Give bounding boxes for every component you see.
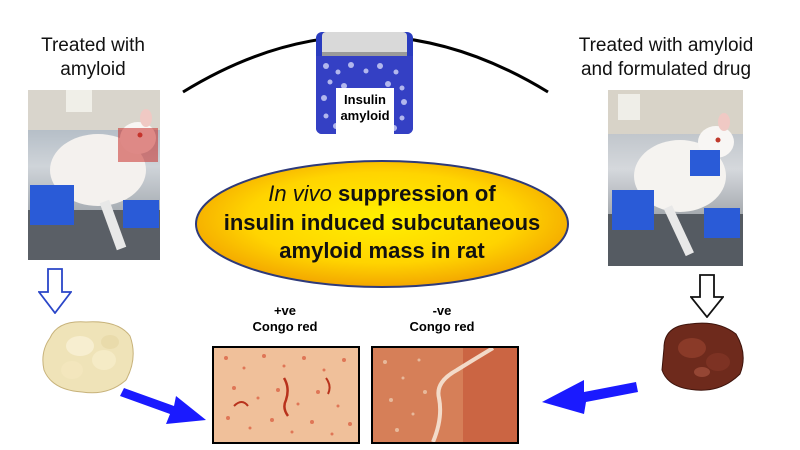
down-arrow-outline-right-icon (690, 274, 724, 318)
vial-label-line2: amyloid (340, 108, 390, 124)
oval-line3: amyloid mass in rat (279, 238, 485, 264)
micrograph-positive-line1: +ve (273, 303, 297, 318)
left-label-line1: Treated with (41, 35, 145, 56)
micrograph-negative-texture (373, 348, 517, 442)
arrow-to-positive-icon (120, 388, 206, 424)
micrograph-positive-line2: Congo red (252, 319, 318, 335)
center-oval: In vivo suppression of insulin induced s… (193, 158, 571, 290)
right-group-label: Treated with amyloid and formulated drug (535, 34, 797, 82)
micrograph-title-positive: +ve Congo red (215, 303, 355, 336)
micrograph-title-negative: -ve Congo red (372, 303, 512, 336)
right-label-line1: Treated with amyloid (578, 35, 754, 56)
down-arrow-outline-left-icon (38, 268, 72, 314)
oval-line1: In vivo suppression of (193, 180, 571, 209)
micrograph-positive-texture (214, 348, 358, 442)
oval-text: In vivo suppression of insulin induced s… (193, 180, 571, 266)
left-label-line2: amyloid (60, 58, 126, 80)
micrograph-negative-line1: -ve (432, 303, 452, 318)
vial-label: Insulin amyloid (336, 92, 394, 125)
oval-italic: In vivo (268, 181, 332, 206)
micrograph-negative (371, 346, 519, 444)
right-label-line2: and formulated drug (580, 58, 752, 80)
arrow-to-negative-icon (542, 380, 638, 414)
rat-illustration-right (608, 90, 743, 266)
rat-illustration-left (28, 90, 160, 260)
left-group-label: Treated with amyloid (8, 34, 178, 82)
rat-photo-amyloid (28, 90, 160, 260)
insulin-amyloid-vial: Insulin amyloid (316, 32, 413, 134)
tissue-sample-amyloid-drug (661, 322, 744, 391)
rat-photo-amyloid-drug (608, 90, 743, 266)
oval-line1-rest: suppression of (331, 181, 496, 206)
tissue-sample-amyloid (42, 321, 134, 394)
vial-illustration (316, 32, 413, 134)
micrograph-positive (212, 346, 360, 444)
oval-line2: insulin induced subcutaneous (223, 209, 541, 235)
oval-shape (195, 160, 569, 288)
micrograph-negative-line2: Congo red (409, 319, 475, 335)
vial-label-line1: Insulin (344, 92, 386, 107)
